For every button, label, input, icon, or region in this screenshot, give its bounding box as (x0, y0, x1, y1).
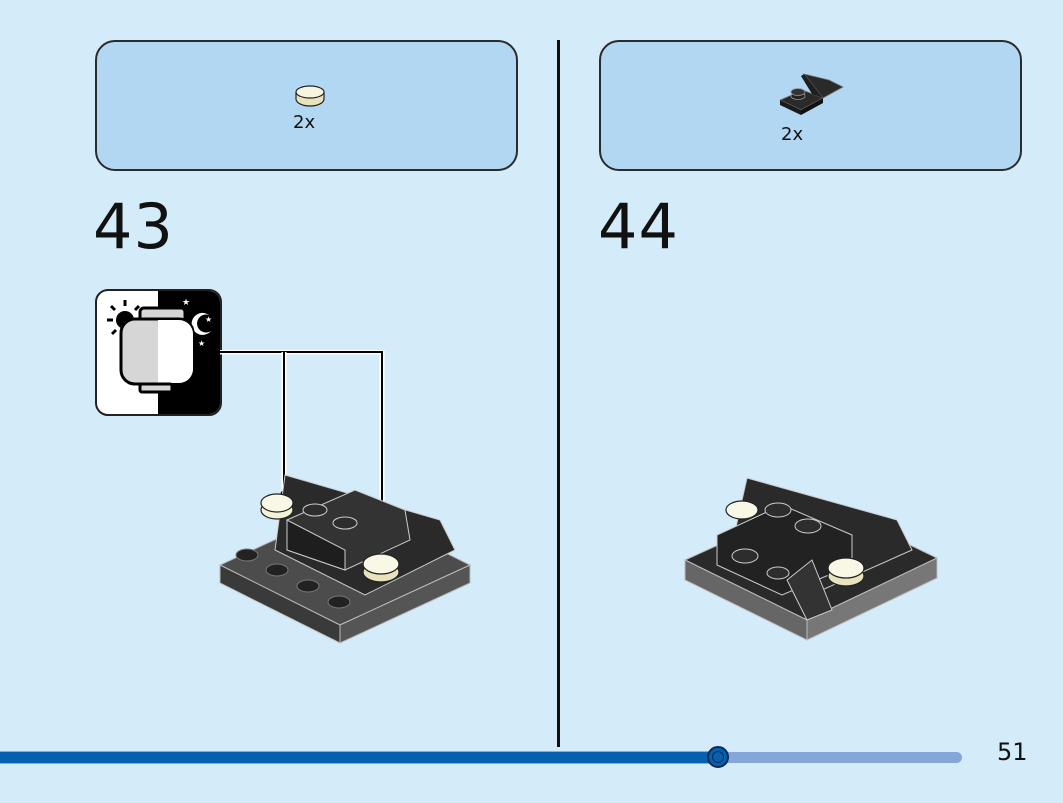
step-number: 43 (93, 190, 174, 263)
page-number: 51 (997, 738, 1028, 766)
progress-bar-remaining (716, 752, 962, 763)
parts-list-step-44: 2x (599, 40, 1022, 171)
round-tile-glow-icon (295, 85, 325, 107)
column-divider (557, 40, 560, 747)
step-44-model (683, 477, 939, 641)
svg-text:★: ★ (205, 315, 212, 324)
mudguard-plate-black-icon (779, 73, 844, 115)
svg-text:★: ★ (198, 339, 205, 348)
progress-marker (707, 746, 729, 768)
part-quantity: 2x (293, 112, 316, 133)
parts-list-step-43: 2x (95, 40, 518, 171)
svg-text:★: ★ (182, 298, 190, 308)
step-number: 44 (598, 190, 679, 263)
glow-in-the-dark-icon: ★ ★ ★ (95, 289, 222, 416)
part-quantity: 2x (781, 124, 804, 145)
progress-bar-completed (0, 751, 718, 764)
step-43-model (218, 474, 472, 644)
